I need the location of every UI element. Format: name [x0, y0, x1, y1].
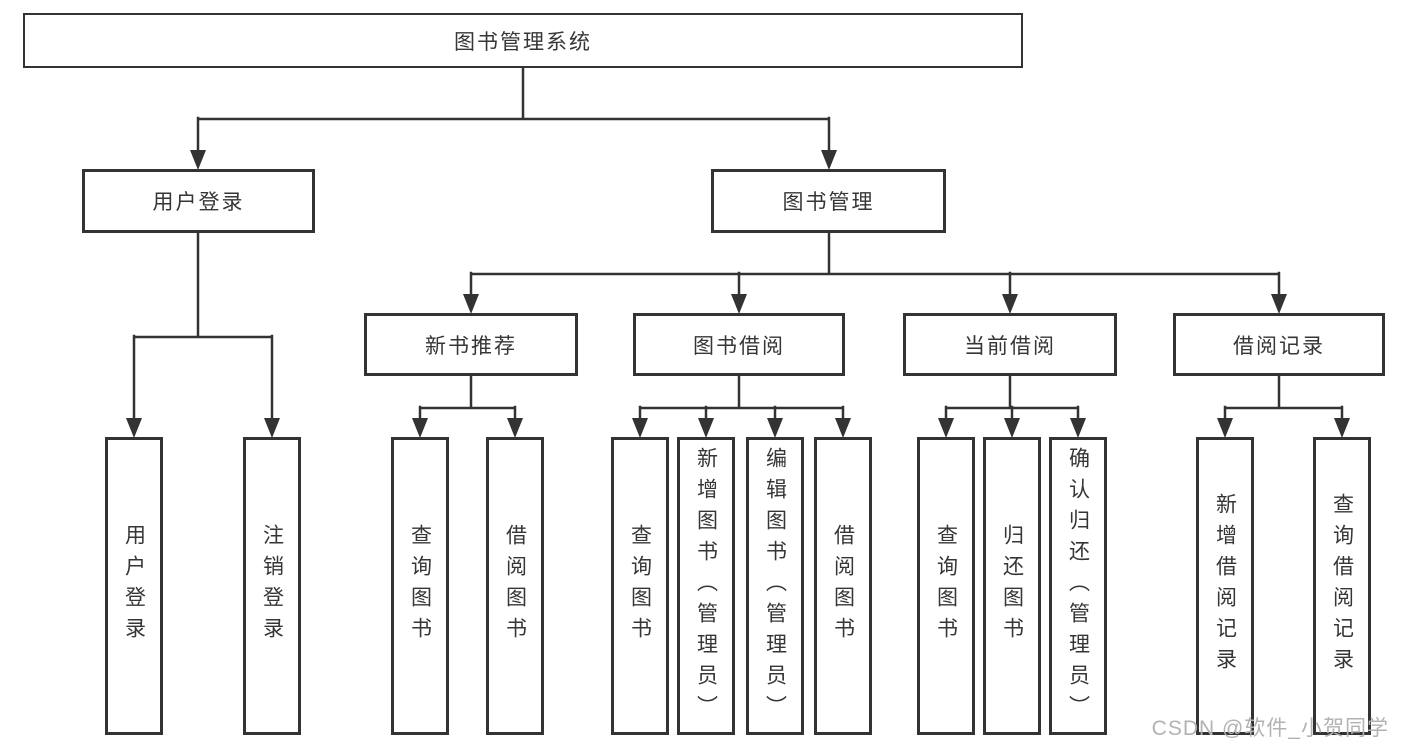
- node-root: 图书管理系统: [23, 13, 1023, 68]
- leaf-add-borrow-record: 新增借阅记录: [1196, 437, 1254, 735]
- leaf-return-books: 归还图书: [983, 437, 1041, 735]
- node-user-login-label: 用户登录: [152, 191, 245, 214]
- node-new-book-recommendation-label: 新书推荐: [425, 334, 517, 358]
- node-borrowing-records-label: 借阅记录: [1233, 334, 1325, 358]
- arrowheads: [126, 150, 1350, 438]
- node-root-label: 图书管理系统: [454, 30, 592, 54]
- edge-bookmgmt-to-level3: [469, 231, 1281, 298]
- leaf-query-borrow-record: 查询借阅记录: [1313, 437, 1371, 735]
- leaf-borrow-books-borrowing: 借阅图书: [814, 437, 872, 735]
- leaf-edit-books-admin: 编辑图书（管理员）: [746, 437, 804, 735]
- edge-currentborrow-to-leaves: [944, 374, 1080, 422]
- leaf-add-books-admin: 新增图书（管理员）: [677, 437, 735, 735]
- node-book-management-label: 图书管理: [782, 191, 875, 214]
- edge-userlogin-to-leaves: [132, 231, 274, 422]
- connector-paths: [132, 66, 1344, 422]
- edge-newbook-to-leaves: [418, 374, 517, 422]
- leaf-borrow-books-recommend: 借阅图书: [486, 437, 544, 735]
- node-current-borrowing: 当前借阅: [903, 313, 1117, 376]
- edge-records-to-leaves: [1223, 374, 1344, 422]
- leaf-confirm-return-admin: 确认归还（管理员）: [1049, 437, 1107, 735]
- leaf-query-books-current: 查询图书: [917, 437, 975, 735]
- leaf-query-books-borrowing: 查询图书: [611, 437, 669, 735]
- node-book-management: 图书管理: [711, 169, 946, 233]
- csdn-watermark: CSDN @软件_小贺同学: [1151, 717, 1389, 740]
- node-book-borrowing: 图书借阅: [633, 313, 845, 376]
- leaf-query-books-recommend: 查询图书: [391, 437, 449, 735]
- node-new-book-recommendation: 新书推荐: [364, 313, 578, 376]
- node-book-borrowing-label: 图书借阅: [693, 334, 785, 358]
- node-current-borrowing-label: 当前借阅: [964, 334, 1056, 358]
- leaf-logout-login: 注销登录: [243, 437, 301, 735]
- node-user-login: 用户登录: [82, 169, 315, 233]
- edge-root-to-level2: [196, 66, 831, 154]
- leaf-user-login: 用户登录: [105, 437, 163, 735]
- node-borrowing-records: 借阅记录: [1173, 313, 1385, 376]
- edge-bookborrow-to-leaves: [638, 374, 845, 422]
